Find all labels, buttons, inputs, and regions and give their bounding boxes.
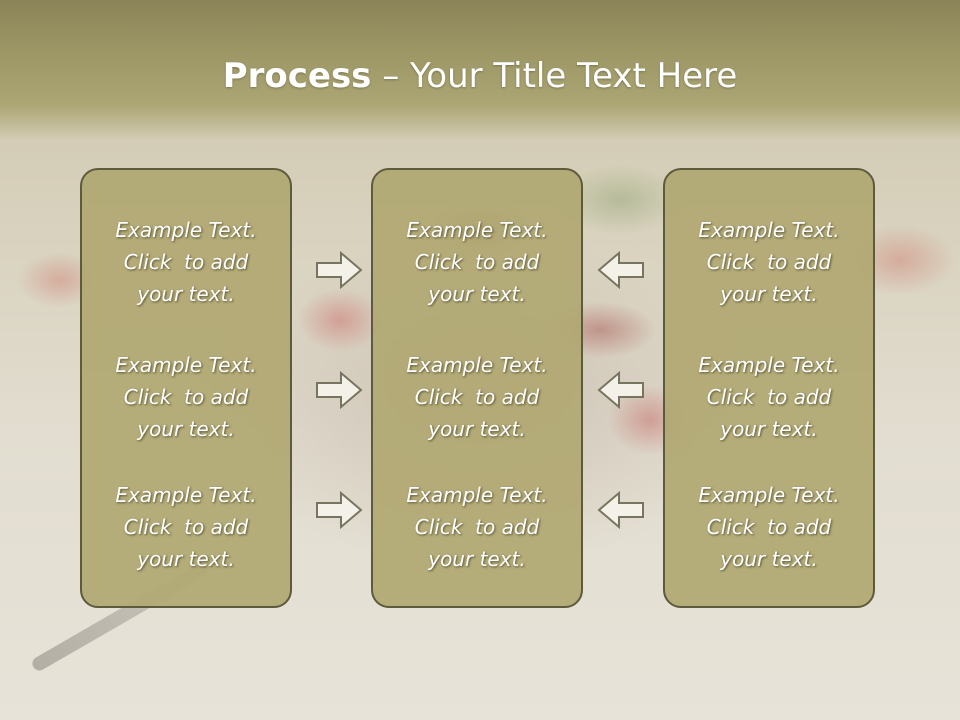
arrow-right-icon (316, 250, 363, 290)
text-line: your text. (720, 282, 818, 306)
arrow-left-icon (597, 370, 644, 410)
panel-3-text-3[interactable]: Example Text. Click to add your text. (665, 479, 873, 575)
text-line: your text. (137, 547, 235, 571)
slide-title[interactable]: Process – Your Title Text Here (0, 56, 960, 96)
process-panel-1[interactable]: Example Text. Click to add your text. Ex… (80, 168, 292, 608)
text-line: Click to add (706, 515, 832, 539)
text-line: your text. (720, 547, 818, 571)
text-line: Example Text. (698, 353, 840, 377)
panel-2-text-1[interactable]: Example Text. Click to add your text. (373, 214, 581, 310)
text-line: Click to add (123, 515, 249, 539)
text-line: Example Text. (115, 483, 257, 507)
arrow-left-icon (597, 490, 644, 530)
panel-3-text-1[interactable]: Example Text. Click to add your text. (665, 214, 873, 310)
text-line: Click to add (414, 515, 540, 539)
text-line: Example Text. (406, 483, 548, 507)
text-line: Click to add (414, 250, 540, 274)
title-rest: – Your Title Text Here (371, 56, 738, 96)
text-line: your text. (428, 282, 526, 306)
text-line: Example Text. (115, 353, 257, 377)
title-bold: Process (222, 56, 372, 96)
text-line: Example Text. (698, 218, 840, 242)
panel-2-text-3[interactable]: Example Text. Click to add your text. (373, 479, 581, 575)
text-line: your text. (428, 417, 526, 441)
text-line: Click to add (414, 385, 540, 409)
panel-1-text-2[interactable]: Example Text. Click to add your text. (82, 349, 290, 445)
text-line: Example Text. (406, 353, 548, 377)
text-line: your text. (720, 417, 818, 441)
text-line: Click to add (123, 250, 249, 274)
panel-1-text-1[interactable]: Example Text. Click to add your text. (82, 214, 290, 310)
text-line: Click to add (706, 250, 832, 274)
panel-3-text-2[interactable]: Example Text. Click to add your text. (665, 349, 873, 445)
text-line: Example Text. (698, 483, 840, 507)
process-panel-2[interactable]: Example Text. Click to add your text. Ex… (371, 168, 583, 608)
panel-2-text-2[interactable]: Example Text. Click to add your text. (373, 349, 581, 445)
arrow-left-icon (597, 250, 644, 290)
arrow-right-icon (316, 370, 363, 410)
text-line: Example Text. (115, 218, 257, 242)
text-line: Click to add (123, 385, 249, 409)
text-line: Example Text. (406, 218, 548, 242)
panel-1-text-3[interactable]: Example Text. Click to add your text. (82, 479, 290, 575)
text-line: your text. (137, 282, 235, 306)
title-bar (0, 0, 960, 140)
text-line: Click to add (706, 385, 832, 409)
text-line: your text. (428, 547, 526, 571)
text-line: your text. (137, 417, 235, 441)
arrow-right-icon (316, 490, 363, 530)
process-panel-3[interactable]: Example Text. Click to add your text. Ex… (663, 168, 875, 608)
